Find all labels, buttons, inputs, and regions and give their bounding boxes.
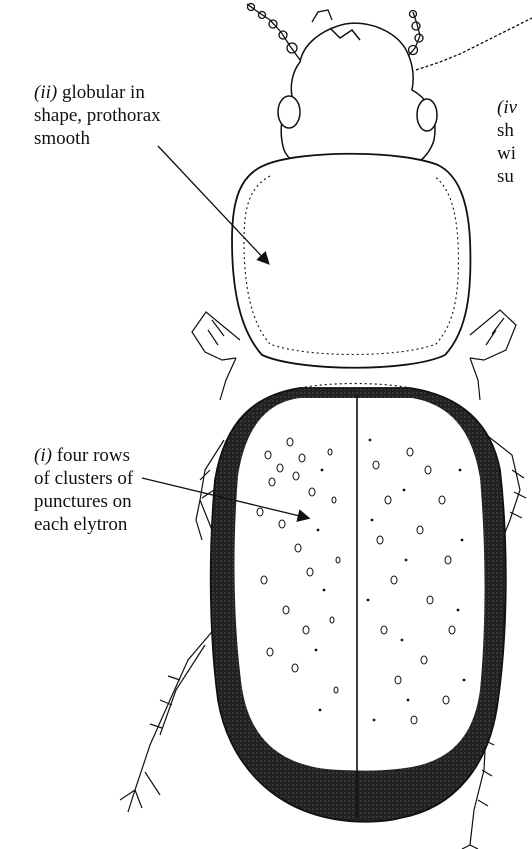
- prothorax: [232, 154, 470, 368]
- label-prothorax: (ii) globular in shape, prothorax smooth: [34, 81, 161, 150]
- label-partial-right: (iv sh wi su: [497, 96, 517, 188]
- leg-front-left: [192, 312, 240, 400]
- label-punctures: (i) four rows of clusters of punctures o…: [34, 444, 133, 536]
- elytra: [211, 384, 506, 822]
- leg-hind-left: [120, 620, 222, 812]
- antenna-right: [405, 11, 532, 71]
- leg-front-right: [470, 310, 516, 400]
